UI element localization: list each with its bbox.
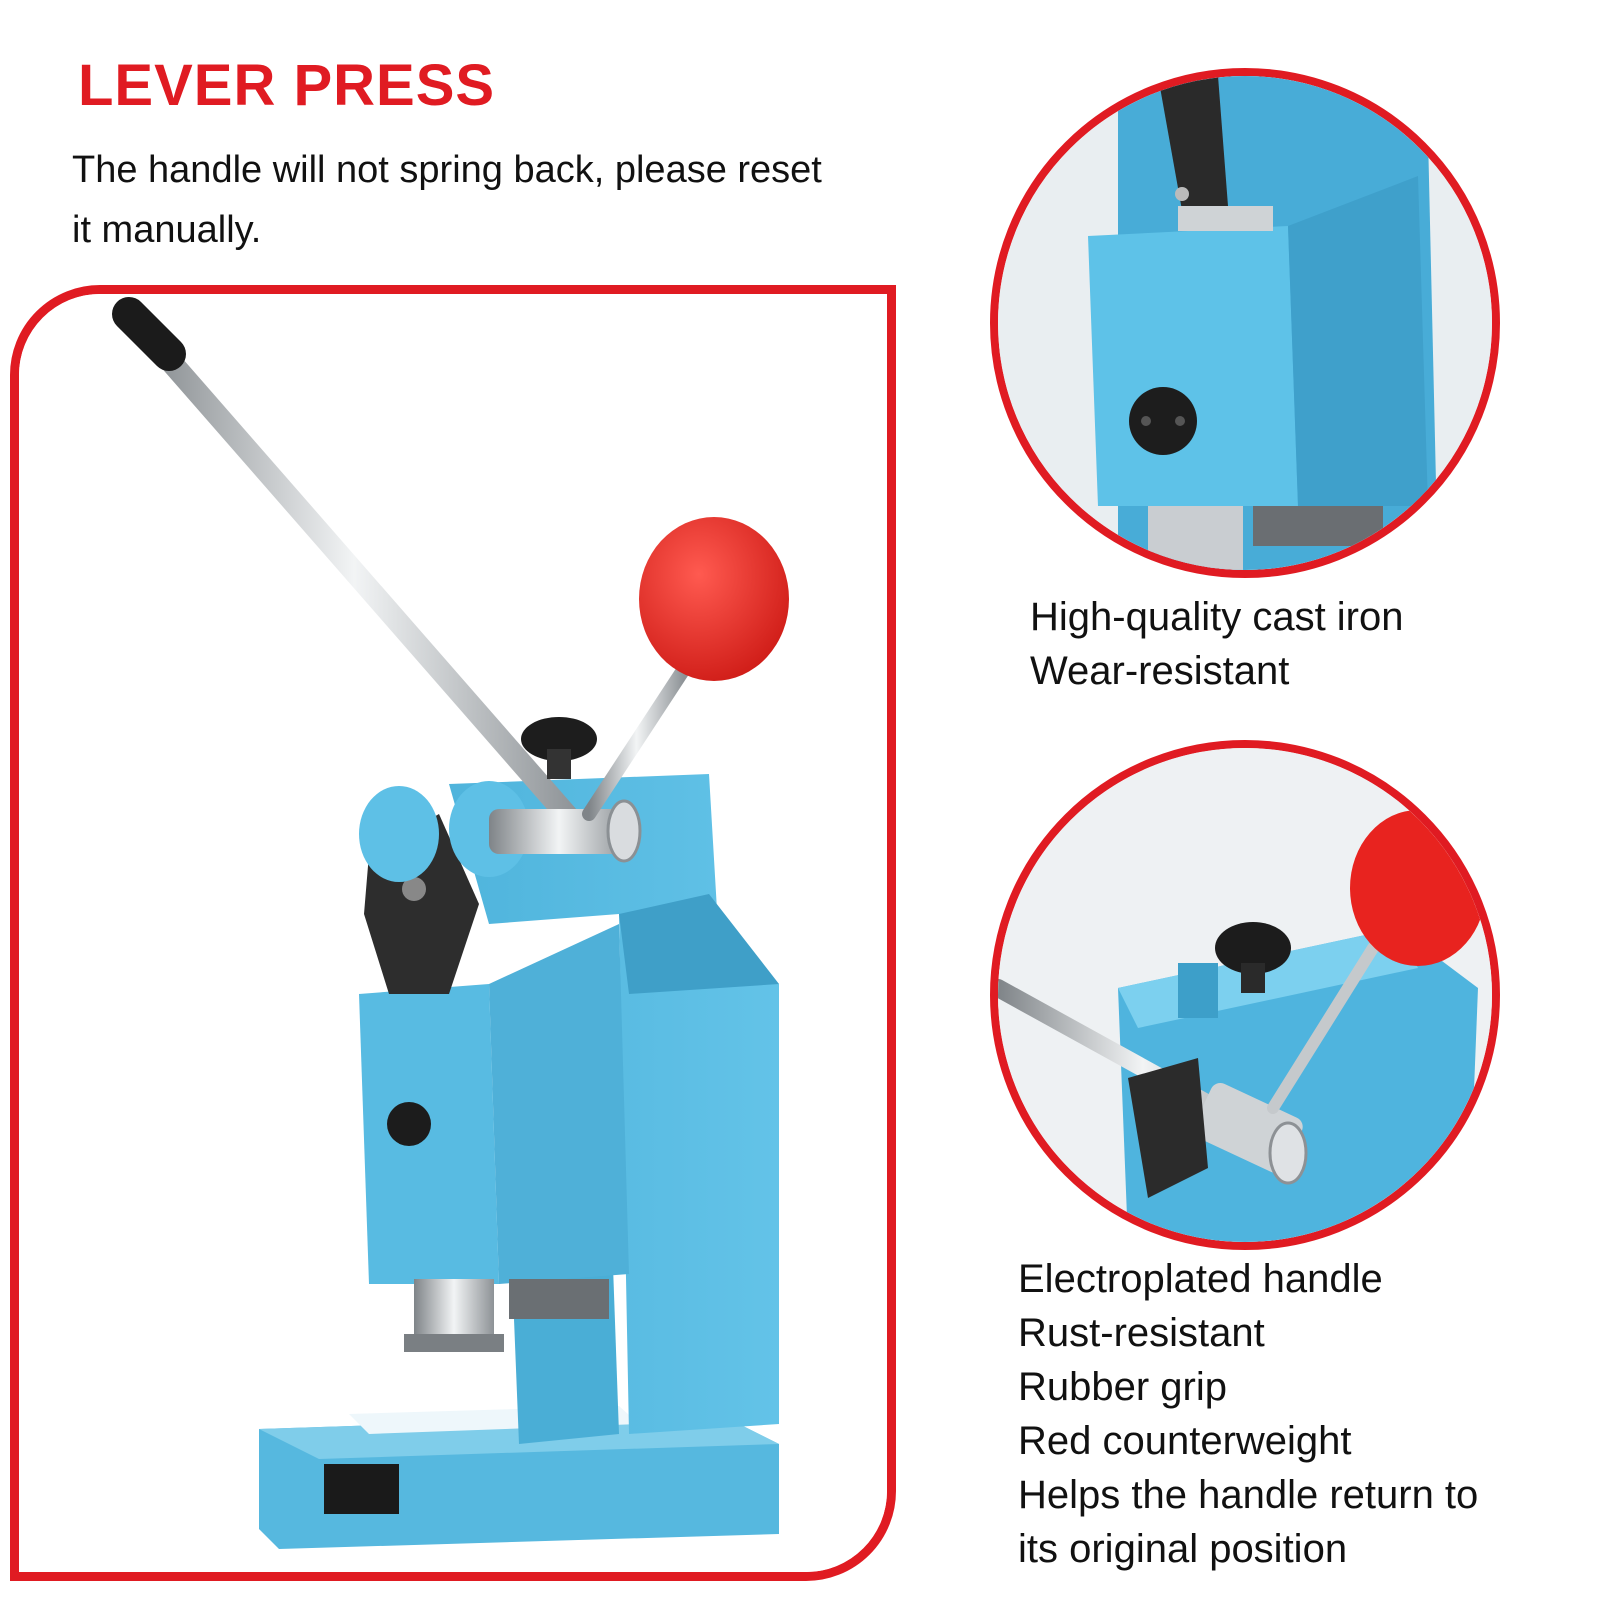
cast-iron-closeup-image [998,76,1492,570]
lever-press-illustration [19,294,887,1572]
caption-line: Rust-resistant [1018,1311,1265,1355]
cast-iron-detail-circle [990,68,1500,578]
caption-line: Helps the handle return to [1018,1473,1479,1517]
cast-iron-caption: High-quality cast iron Wear-resistant [1030,590,1404,698]
handle-closeup-image [998,748,1492,1242]
handle-features-caption: Electroplated handle Rust-resistant Rubb… [1018,1252,1478,1576]
caption-line: Red counterweight [1018,1419,1352,1463]
main-product-frame [10,285,896,1581]
caption-line: its original position [1018,1527,1348,1571]
page-title: LEVER PRESS [78,53,496,118]
manual-reset-note: The handle will not spring back, please … [72,149,822,251]
caption-line: Rubber grip [1018,1365,1228,1409]
caption-line: Wear-resistant [1030,649,1290,693]
caption-line: Electroplated handle [1018,1257,1383,1301]
handle-detail-circle [990,740,1500,1250]
caption-line: High-quality cast iron [1030,595,1404,639]
